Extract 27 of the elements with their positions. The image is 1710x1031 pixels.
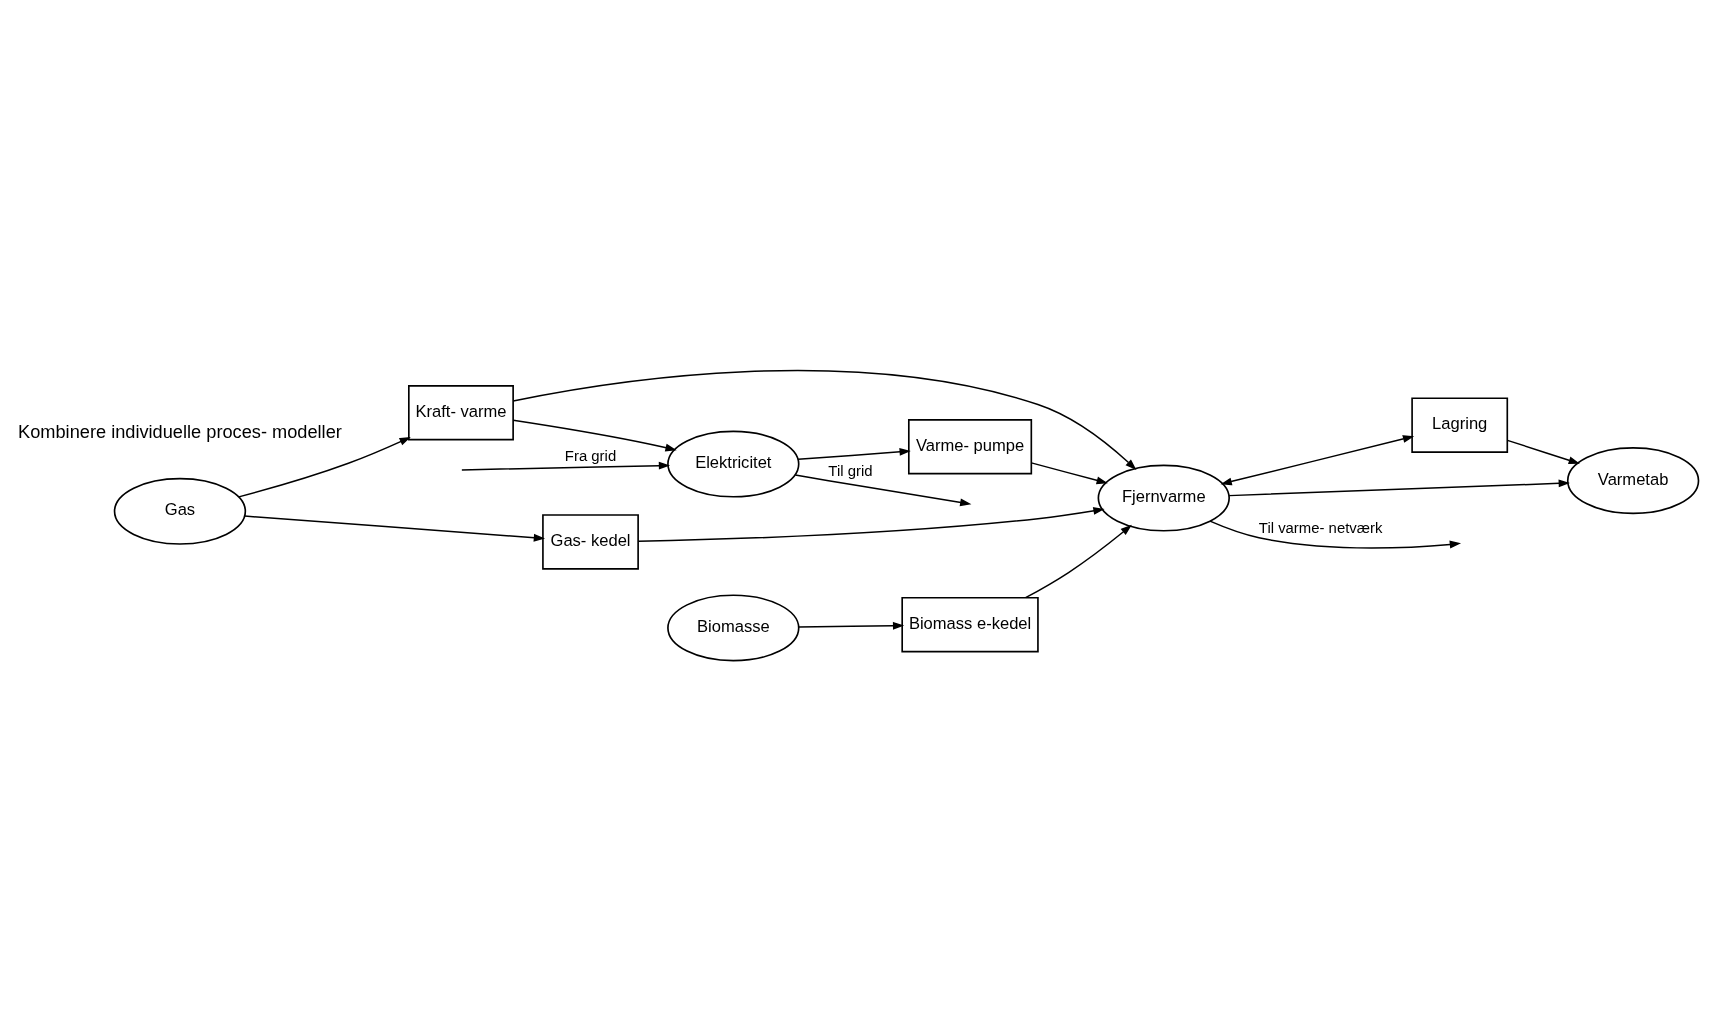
arrow	[1209, 520, 1462, 549]
label: Kombinere individuelle proces- modeller	[18, 422, 342, 443]
edge-label: Til varme- netværk	[1258, 520, 1383, 537]
edge-label: Fra grid	[564, 448, 617, 465]
node-box: Gas- kedel	[542, 514, 639, 570]
arrow	[1024, 524, 1132, 599]
arrow	[1220, 435, 1415, 486]
edge-label: Til grid	[828, 463, 873, 480]
arrow	[794, 474, 972, 507]
node-box: Kraft- varme	[408, 385, 514, 441]
arrow	[512, 419, 677, 452]
arrow	[1030, 462, 1108, 485]
node-box: Varme- pumpe	[907, 418, 1033, 475]
arrow	[637, 507, 1105, 542]
node-ellipse: Gas	[113, 477, 247, 545]
arrow	[238, 436, 411, 498]
arrow	[797, 621, 905, 630]
node-box: Lagring	[1411, 397, 1509, 453]
arrow	[461, 461, 671, 471]
node-ellipse: Biomasse	[667, 594, 800, 662]
arrow	[797, 447, 911, 461]
arrow	[512, 369, 1137, 470]
arrow	[243, 515, 546, 542]
node-ellipse: Elektricitet	[667, 430, 800, 498]
arrow	[1228, 479, 1570, 497]
arrow	[1506, 439, 1580, 465]
node-box: Biomass e-kedel	[901, 596, 1039, 653]
